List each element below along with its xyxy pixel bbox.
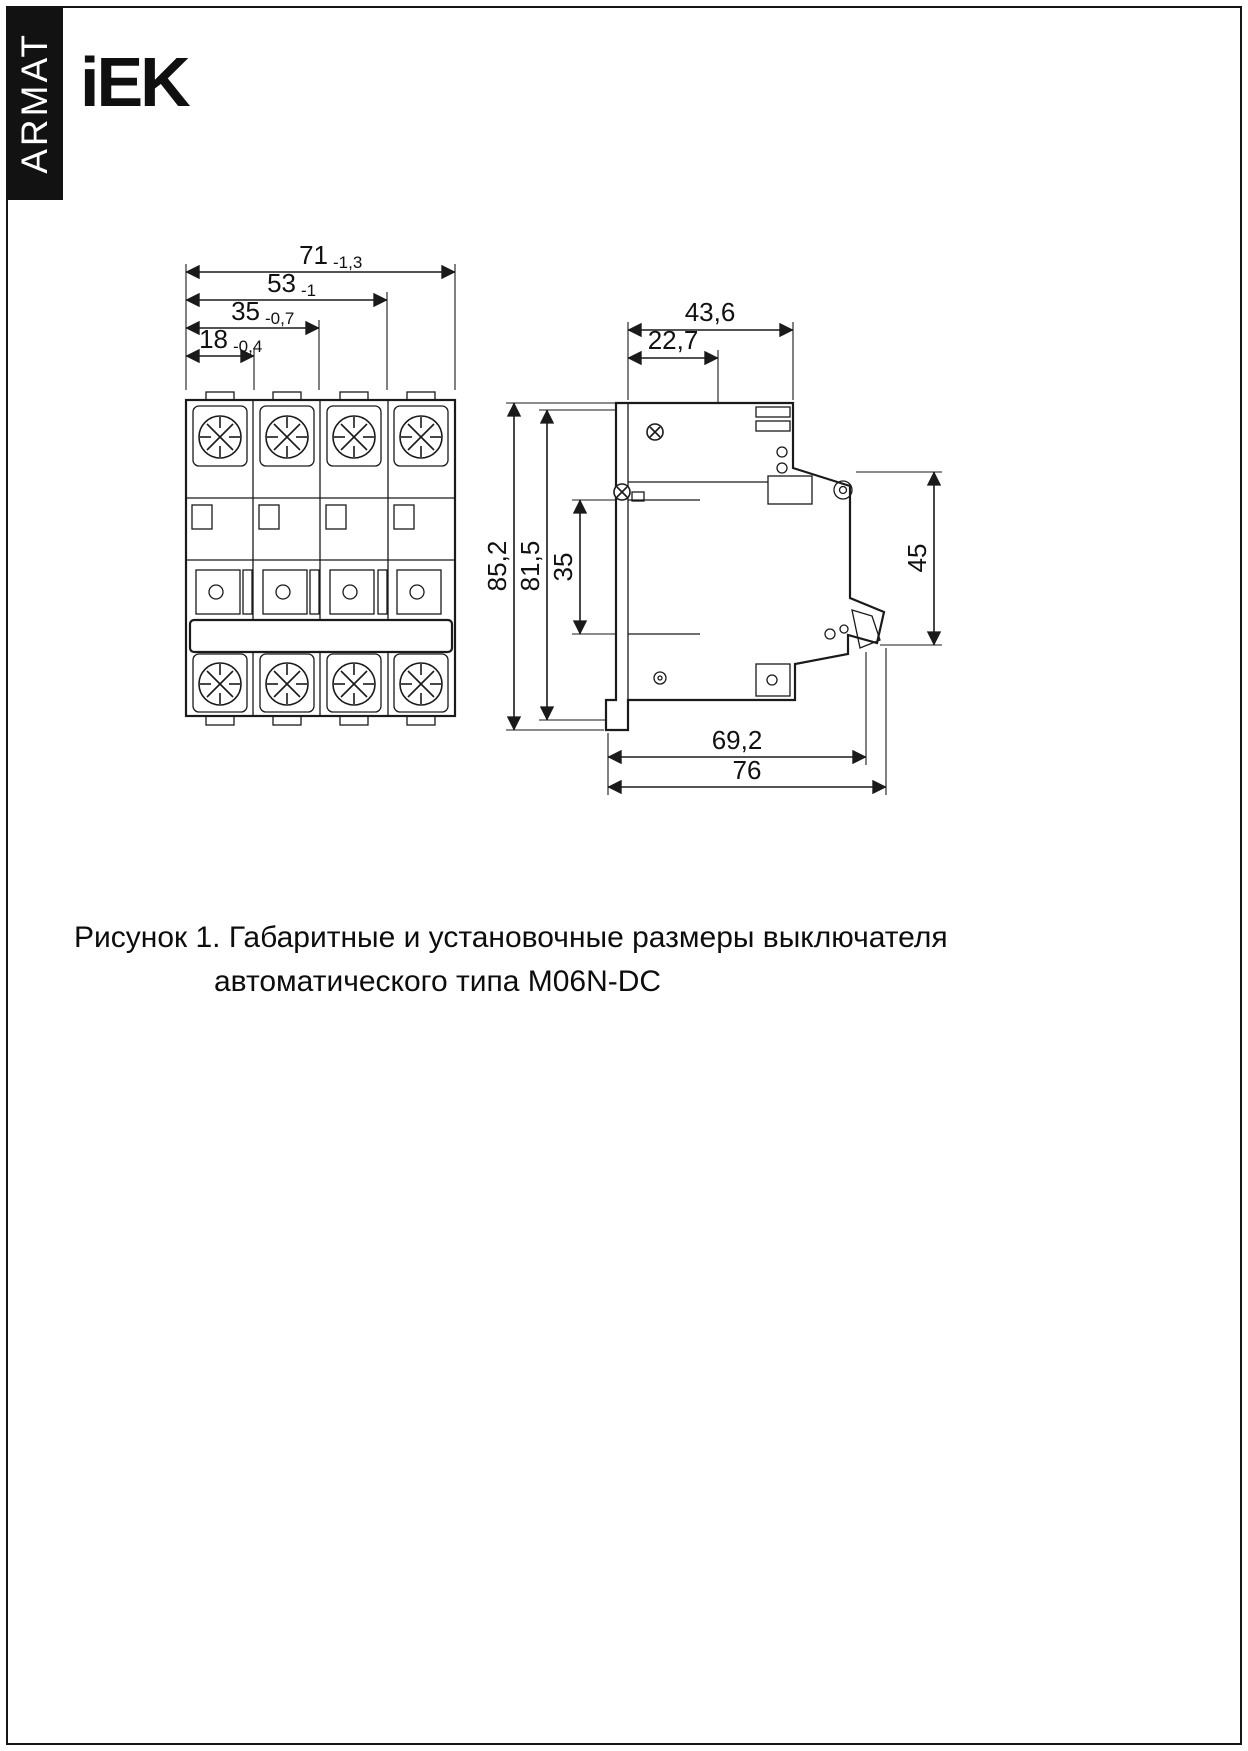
side-dim-depth-total: 76	[733, 755, 762, 785]
front-dim-53-tol: -1	[301, 281, 316, 300]
front-dim-18: 18	[199, 324, 228, 354]
figure-caption: Рисунок 1. Габаритные и установочные раз…	[74, 916, 948, 1003]
front-dim-53: 53	[267, 268, 296, 298]
front-dim-35-tol: -0,7	[265, 309, 294, 328]
front-dim-71-tol: -1,3	[333, 253, 362, 272]
side-dim-height-window: 35	[548, 553, 578, 582]
caption-line-2: автоматического типа M06N-DC	[214, 964, 662, 998]
screw-icon	[332, 662, 376, 706]
screw-icon	[399, 662, 443, 706]
side-dim-height-inner: 81,5	[515, 541, 545, 592]
armat-label: ARMAT	[13, 32, 55, 174]
caption-line-1: Рисунок 1. Габаритные и установочные раз…	[74, 921, 948, 954]
front-dim-35: 35	[231, 296, 260, 326]
handle-tie-bar	[188, 618, 454, 654]
screw-icon	[332, 415, 376, 459]
iek-logo: iEK	[80, 43, 191, 121]
front-dimension-lines	[185, 264, 456, 364]
dimension-drawing: 71 -1,3 53 -1 35 -0,7 18 -0,4	[184, 240, 942, 795]
screw-icon	[613, 483, 631, 501]
side-outline	[604, 401, 886, 732]
screw-icon	[646, 423, 664, 441]
screw-icon	[198, 662, 242, 706]
side-dim-depth-body: 69,2	[712, 725, 763, 755]
side-dimension-lines	[506, 322, 942, 795]
side-dim-width-total: 43,6	[685, 297, 736, 327]
side-dim-width-inner: 22,7	[648, 325, 699, 355]
screw-icon	[198, 415, 242, 459]
front-view: 71 -1,3 53 -1 35 -0,7 18 -0,4	[184, 240, 457, 726]
side-dim-height-front: 45	[902, 544, 932, 573]
screw-icon	[265, 662, 309, 706]
side-dim-height-total: 85,2	[482, 541, 512, 592]
front-breaker-body	[184, 391, 457, 726]
screw-icon	[265, 415, 309, 459]
front-dim-71: 71	[299, 240, 328, 270]
screw-icon	[399, 415, 443, 459]
front-dim-18-tol: -0,4	[233, 337, 262, 356]
side-view: 43,6 22,7 85,2 81,5 35 45 69,2 76	[482, 297, 942, 795]
armat-sidebar: ARMAT	[6, 6, 63, 200]
side-breaker-body	[604, 401, 886, 732]
